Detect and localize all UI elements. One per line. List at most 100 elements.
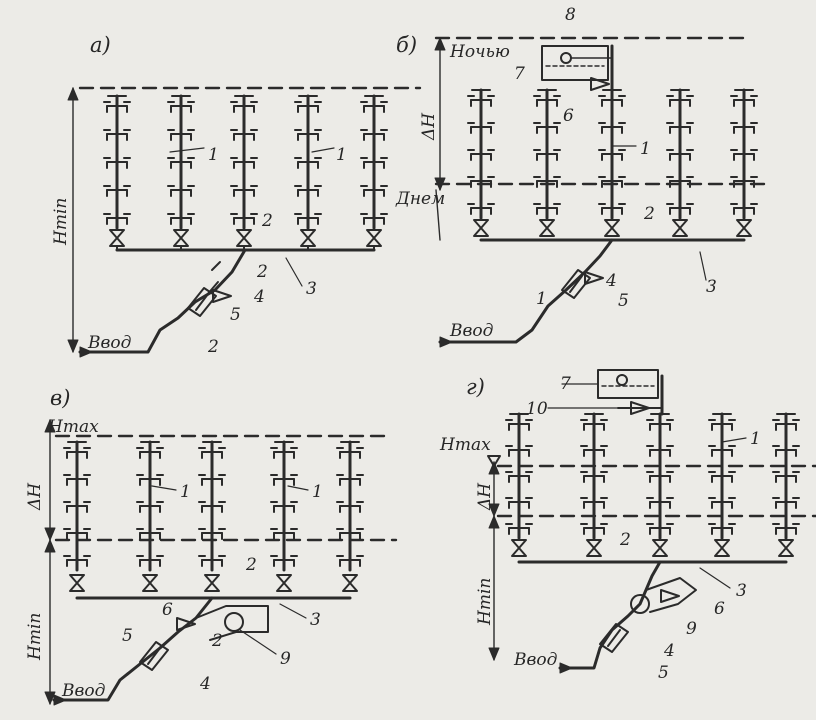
panel-b-inlet-arrow: [439, 336, 453, 348]
panel-g-hmin-dimension-arrow-bot: [488, 647, 500, 661]
panel-a-vvod-label: Ввод: [87, 333, 132, 353]
panel-v-check-valve: [176, 617, 196, 631]
panel-b-water-meter-inner: [569, 275, 583, 293]
panel-b-check-valve-2: [584, 271, 604, 285]
panel-a-leader-riser-2: [311, 147, 335, 153]
panel-g: г) 7 10 Hmax ΔH Hmin Ввод 1 2 3 6 9 4 5: [439, 374, 761, 683]
panel-v-gate-valve-3: [276, 574, 292, 592]
panel-v-hmax-label: Hmax: [47, 417, 99, 437]
panel-a-meter-label-4: 4: [253, 287, 265, 307]
panel-b-gate-valve-0: [473, 219, 489, 237]
panel-g-hmin-label: Hmin: [475, 578, 495, 626]
panel-v-deltah-dimension-arrow-top: [44, 419, 56, 433]
panel-g-gate-valve-4: [778, 539, 794, 557]
panel-b-night-label: Ночью: [449, 42, 510, 62]
panel-a-water-meter: [187, 287, 217, 317]
panel-v-water-meter: [139, 641, 169, 671]
panel-b-deltah-dimension-arrow-bot: [434, 177, 446, 191]
panel-b-leader-main: [699, 251, 707, 281]
panel-v-deltah-dimension-arrow-bot: [44, 527, 56, 541]
panel-b-check-label: 6: [563, 106, 574, 126]
panel-g-gate-valve-1: [586, 539, 602, 557]
panel-b-storage-tank: [541, 45, 609, 81]
panel-v-pump-label: 9: [280, 649, 291, 669]
panel-a-hmin-dimension-arrow-top: [67, 87, 79, 101]
panel-b-deltah-dimension-arrow-top: [434, 37, 446, 51]
panel-b-meter-label-5: 5: [618, 291, 629, 311]
panel-v-valve-label-2: 2: [211, 631, 223, 651]
panel-b-ground-tick: [435, 189, 441, 241]
panel-g-valve10-label: 10: [526, 399, 548, 419]
panel-g-pump: [630, 594, 650, 614]
panel-b-check-valve: [590, 77, 610, 91]
panel-g-riser-label: 1: [750, 429, 761, 449]
panel-g-title: г): [466, 375, 485, 399]
panel-v-title: в): [50, 386, 70, 410]
panel-b-title: б): [396, 33, 417, 57]
panel-a-leader-riser-1: [169, 147, 205, 153]
panel-v-hmin-dimension-arrow-bot: [44, 691, 56, 705]
panel-g-gate-valve-2: [652, 539, 668, 557]
panel-a-gate-valve-2: [236, 229, 252, 247]
panel-b-float-valve: [560, 52, 572, 64]
panel-v-gate-valve-2: [204, 574, 220, 592]
panel-b-meter-label-4: 4: [605, 271, 617, 291]
panel-g-pump-label: 9: [686, 619, 697, 639]
panel-b-float-label: 8: [565, 5, 576, 25]
panel-v-riser-label-2: 1: [312, 482, 323, 502]
panel-b-tank-label: 7: [514, 64, 525, 84]
panel-a-check-valve: [212, 289, 232, 303]
panel-b-vvod-label: Ввод: [449, 321, 494, 341]
panel-a-inlet-arrow: [79, 346, 93, 358]
panel-g-meter-label-5: 5: [658, 663, 669, 683]
panel-v-leader-riser-2: [287, 485, 309, 491]
panel-a-hmin-dimension-arrow-bot: [67, 339, 79, 353]
panel-b-main-label: 3: [706, 277, 717, 297]
panel-g-water-meter-inner: [607, 629, 621, 647]
panel-v-pump-bypass: [195, 605, 269, 641]
panel-b-gate-valve-4: [736, 219, 752, 237]
panel-b-deltah-label: ΔH: [419, 112, 439, 141]
panel-g-deltah-dimension-arrow-bot: [488, 503, 500, 517]
panel-v-leader-pump: [239, 629, 277, 655]
panel-a-riser-label-2: 1: [336, 145, 347, 165]
panel-g-check-valve: [660, 589, 680, 603]
panel-b-day-label: Днем: [395, 189, 445, 209]
panel-b-riser-label: 1: [640, 139, 651, 159]
panel-g-water-meter: [599, 623, 629, 653]
panel-g-inlet-arrow: [559, 662, 573, 674]
panel-v-leader-riser-1: [151, 485, 177, 491]
panel-g-tank-label: 7: [560, 374, 571, 394]
panel-b-gate-valve-1: [539, 219, 555, 237]
panel-a-meter-label-5: 5: [230, 305, 241, 325]
panel-g-valve-label: 2: [619, 530, 631, 550]
panel-v-meter-label-5: 5: [122, 626, 133, 646]
panel-v-meter-label-4: 4: [199, 674, 211, 694]
panel-g-pump-bypass: [645, 577, 697, 613]
panel-v-inlet-pipe: [52, 596, 214, 702]
panel-b: б) Ночью Днем ΔH Ввод 8 7 6 1 2 3 4 5 1: [395, 5, 717, 341]
panel-v-main-label: 3: [310, 610, 321, 630]
drawing-layer: [44, 36, 816, 706]
panel-g-main-label: 3: [736, 581, 747, 601]
panel-g-check-label: 6: [714, 599, 725, 619]
panel-v-inlet-arrow: [53, 694, 67, 706]
panel-g-deltah-label: ΔH: [475, 482, 495, 511]
panel-a-gate-valve-4: [366, 229, 382, 247]
panel-v-deltah-label: ΔH: [25, 482, 45, 511]
panel-a-leader-2: [211, 261, 221, 271]
panel-a: а) Hmin Ввод 1 1 2 2 2 3 4 5: [51, 33, 347, 357]
panel-a-main-label: 3: [306, 279, 317, 299]
panel-v-riser-label-1: 1: [180, 482, 191, 502]
panel-g-hmax-marker: [487, 455, 501, 467]
panel-v-leader-main: [279, 603, 307, 619]
panel-g-vvod-label: Ввод: [513, 650, 558, 670]
panel-a-riser-label-1: 1: [208, 145, 219, 165]
panel-a-valve-label-1: 2: [261, 211, 273, 231]
panel-v: в) Hmax ΔH Hmin Ввод 1 1 2 2 3 6 5 4 9: [25, 386, 323, 701]
panel-a-leader-main: [285, 257, 303, 287]
panel-a-inlet-pipe: [78, 248, 247, 354]
panel-g-storage-tank: [597, 369, 659, 399]
panel-g-leader-riser: [721, 437, 747, 443]
